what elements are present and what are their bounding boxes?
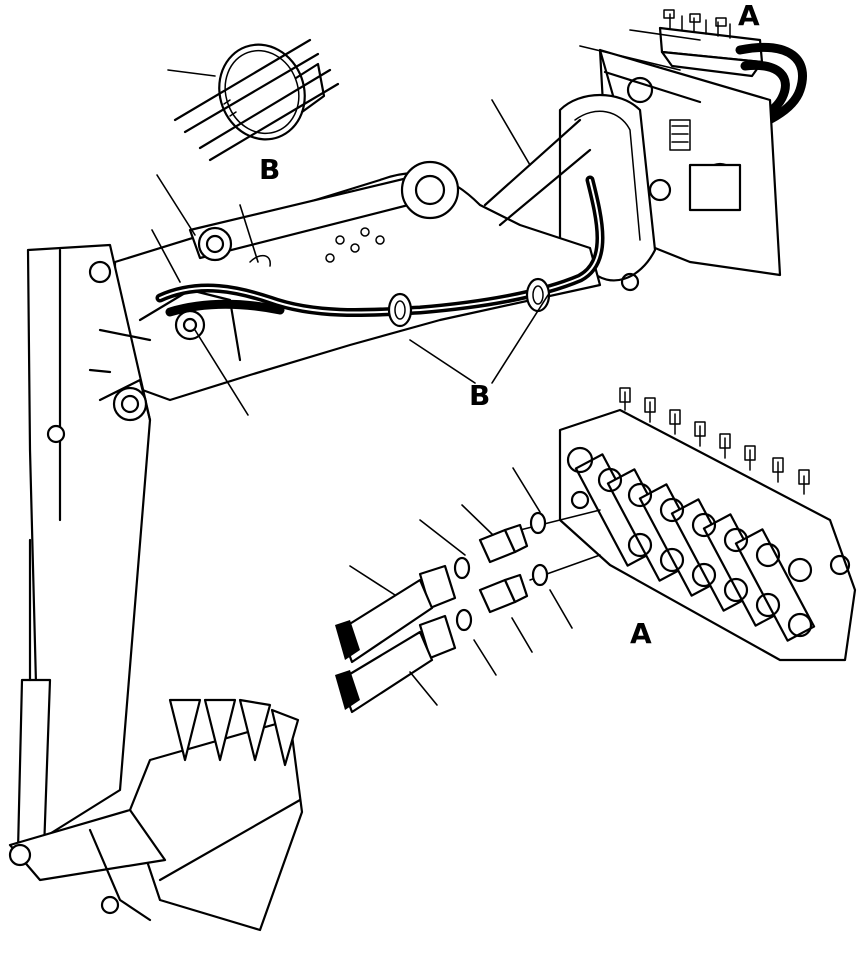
callout-b-clamp-label: B <box>259 153 281 186</box>
callout-b-boom-label: B <box>469 379 491 412</box>
bucket <box>8 698 304 932</box>
backhoe-frame-bracket <box>558 48 782 292</box>
hose-clamp-inset <box>173 38 340 162</box>
clamp-leader-line <box>167 69 216 77</box>
boom <box>113 118 602 402</box>
fitting-upper-exploded <box>335 509 601 664</box>
control-valve-assembly <box>558 387 857 662</box>
dipper-arm <box>16 243 152 852</box>
callout-a-top-label: A <box>738 0 760 32</box>
valve-sections <box>574 453 816 642</box>
fitting-lower-exploded <box>335 554 601 714</box>
leader-lines <box>151 29 701 706</box>
callout-a-valve-label: A <box>630 617 652 650</box>
